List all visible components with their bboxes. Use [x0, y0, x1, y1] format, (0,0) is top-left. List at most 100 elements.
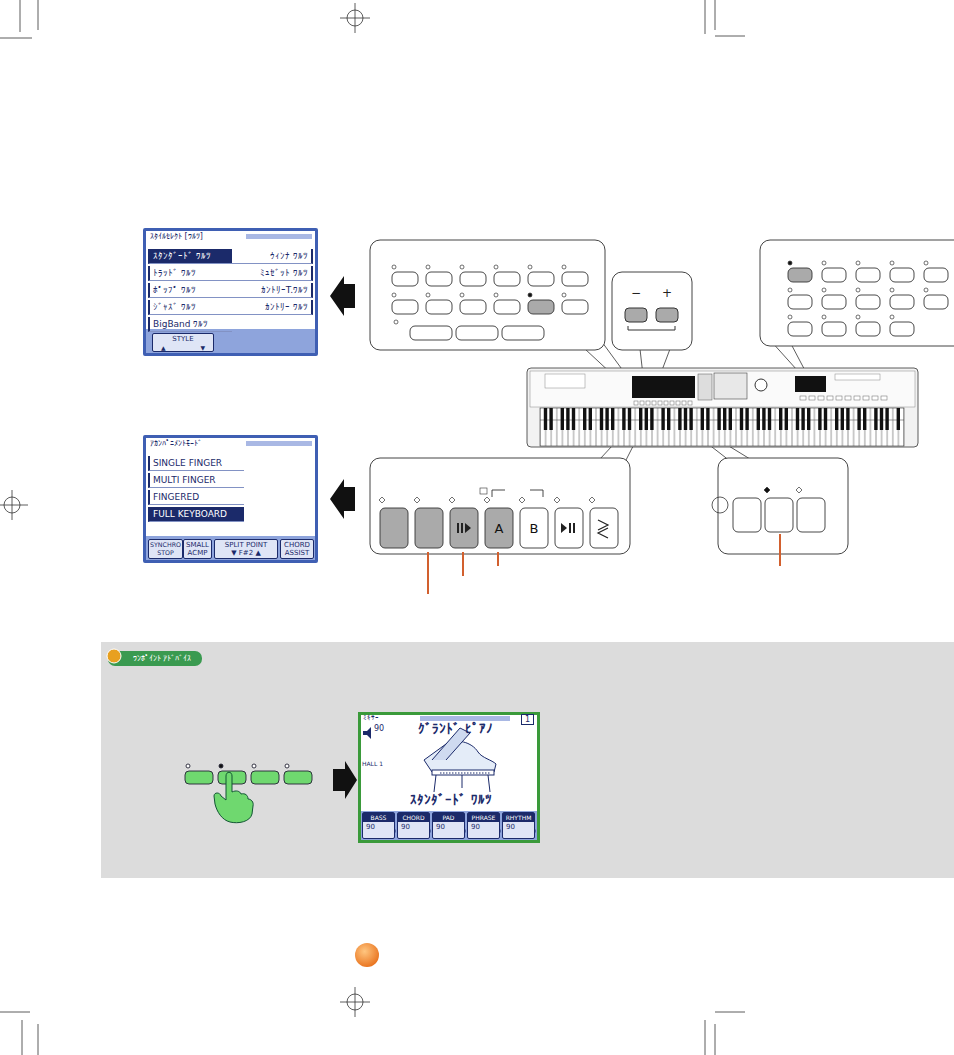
node-text: ｱｶﾝﾊﾟﾆﾒﾝﾄﾓｰﾄﾞ	[150, 439, 202, 448]
list-item: ｶﾝﾄﾘｰT.ﾜﾙﾂ	[232, 283, 313, 298]
node-text: STYLE	[153, 335, 213, 343]
node-text: ｽﾀﾝﾀﾞｰﾄﾞ ﾜﾙﾂ	[410, 792, 492, 807]
page-number-dot	[355, 943, 379, 967]
node-text: ▼ F#2 ▲	[231, 549, 261, 557]
mixer-part: PAD90	[432, 812, 465, 839]
node-text: ﾐｭｾﾞｯﾄ ﾜﾙﾂ	[260, 268, 308, 278]
mixer-screen-frame	[360, 714, 539, 842]
tab-bar	[361, 811, 537, 840]
node-text: ｼﾞｬｽﾞ ﾜﾙﾂ	[153, 302, 196, 312]
list-item: ｶﾝﾄﾘｰ ﾜﾙﾂ	[232, 300, 313, 315]
panel-buttons	[379, 261, 948, 548]
node-text: ▲	[161, 344, 166, 352]
node-text: BASS	[363, 813, 394, 822]
grand-piano-illustration	[424, 728, 496, 792]
pointer-arrow	[330, 479, 355, 519]
node-text: 1	[521, 714, 534, 725]
keyboard-illustration	[527, 368, 918, 447]
node-text: ﾎﾟｯﾌﾟ ﾜﾙﾂ	[153, 285, 196, 295]
note-icon	[107, 649, 121, 663]
node-text: CHORD	[398, 813, 429, 822]
node-text: ｶﾝﾄﾘｰ ﾜﾙﾂ	[265, 302, 308, 312]
soft-button: SMALL ACMP	[183, 539, 212, 559]
node-text: 90	[436, 823, 445, 831]
callout-bubble	[718, 458, 848, 554]
pointer-arrow	[333, 761, 357, 799]
list-item: BigBand ﾜﾙﾂ	[148, 317, 232, 332]
button-label: B	[520, 508, 548, 548]
badge-ground	[108, 651, 202, 666]
list-item: FINGERED	[148, 490, 244, 505]
title-stripe	[420, 716, 510, 721]
node-text: ｳｨﾝﾅ ﾜﾙﾂ	[270, 251, 308, 261]
node-text: SMALL ACMP	[184, 541, 211, 557]
node-text: 90	[471, 823, 480, 831]
mixer-part: RHYTHM90	[502, 812, 535, 839]
node-text: RHYTHM	[503, 813, 534, 822]
lcd-screen: ｱｶﾝﾊﾟﾆﾒﾝﾄﾓｰﾄﾞ SINGLE FINGER MULTI FINGER FI…	[143, 435, 318, 563]
mixer-part: CHORD90	[397, 812, 430, 839]
node-text: CHORD ASSIST	[281, 541, 313, 557]
soft-button: SYNCHRO STOP	[148, 539, 183, 559]
node-text: PAD	[433, 813, 464, 822]
node-text: BigBand ﾜﾙﾂ	[153, 319, 208, 329]
crop-marks	[0, 0, 745, 1055]
node-text: ﾐｷｻｰ	[363, 714, 379, 722]
node-text: SPLIT POINT	[225, 541, 267, 549]
node-text: 90	[401, 823, 410, 831]
mixer-screen: ﾐｷｻｰ190HALL 1ｸﾞﾗﾝﾄﾞ ﾋﾟｱﾉｽﾀﾝﾀﾞｰﾄﾞ ﾜﾙﾂBASS…	[358, 712, 540, 843]
callout-bubble	[612, 272, 692, 350]
pointer-arrow	[330, 276, 355, 316]
callout-bubble	[370, 240, 605, 350]
plus-sign: +	[662, 286, 672, 300]
volume-icon	[363, 727, 371, 739]
list-item-selected: ｽﾀﾝﾀﾞｰﾄﾞ ﾜﾙﾂ	[148, 249, 232, 264]
green-buttons	[185, 764, 312, 784]
list-item: ｳｨﾝﾅ ﾜﾙﾂ	[232, 249, 313, 264]
soft-button: STYLE▲ ▼	[152, 333, 214, 352]
button	[625, 308, 647, 322]
pressing-hand	[214, 772, 253, 822]
node-text: HALL 1	[362, 760, 383, 767]
button-label: A	[485, 508, 513, 548]
node-text: ｶﾝﾄﾘｰT.ﾜﾙﾂ	[261, 285, 308, 295]
advice-badge: ﾜﾝﾎﾟｲﾝﾄ ｱﾄﾞﾊﾞｲｽ	[122, 651, 202, 666]
list-item: ﾄﾗｯﾄﾞ ﾜﾙﾂ	[148, 266, 232, 281]
list-item: SINGLE FINGER	[148, 456, 244, 471]
node-text: ｸﾞﾗﾝﾄﾞ ﾋﾟｱﾉ	[418, 721, 493, 736]
minus-sign: −	[631, 286, 641, 300]
node-text: A	[495, 521, 504, 536]
node-text: ｽﾀｲﾙｾﾚｸﾄ [ﾜﾙﾂ]	[150, 232, 203, 241]
node-text: 90	[506, 823, 515, 831]
list-item: ｼﾞｬｽﾞ ﾜﾙﾂ	[148, 300, 232, 315]
soft-button: CHORD ASSIST	[280, 539, 314, 559]
list-item: ﾐｭｾﾞｯﾄ ﾜﾙﾂ	[232, 266, 313, 281]
node-text: PHRASE	[468, 813, 499, 822]
mixer-part: BASS90	[362, 812, 395, 839]
soft-button: SPLIT POINT▼ F#2 ▲	[214, 539, 278, 559]
button	[656, 308, 678, 322]
node-text: SYNCHRO STOP	[149, 541, 182, 557]
crop-mark	[712, 497, 728, 513]
button-symbols	[457, 488, 608, 538]
node-text: B	[530, 521, 539, 536]
node-text: ﾜﾝﾎﾟｲﾝﾄ ｱﾄﾞﾊﾞｲｽ	[133, 654, 192, 663]
list-item: MULTI FINGER	[148, 473, 244, 488]
node-text: ｽﾀﾝﾀﾞｰﾄﾞ ﾜﾙﾂ	[153, 251, 211, 261]
leader-lines	[428, 534, 780, 594]
node-text: 90	[366, 823, 375, 831]
node-text: ▼	[200, 344, 205, 352]
node-text: ﾄﾗｯﾄﾞ ﾜﾙﾂ	[153, 268, 196, 278]
lcd-screen: ｽﾀｲﾙｾﾚｸﾄ [ﾜﾙﾂ] ｽﾀﾝﾀﾞｰﾄﾞ ﾜﾙﾂ ｳｨﾝﾅ ﾜﾙﾂ ﾄﾗｯﾄﾞ …	[143, 228, 318, 356]
bracket	[628, 326, 675, 330]
mixer-part: PHRASE90	[467, 812, 500, 839]
node-text: 90	[374, 724, 384, 733]
node-text: SINGLE FINGER	[153, 458, 222, 468]
list-item: ﾎﾟｯﾌﾟ ﾜﾙﾂ	[148, 283, 232, 298]
advice-panel	[101, 642, 954, 878]
callout-bubble	[760, 240, 954, 346]
callout-bubble	[370, 458, 630, 554]
node-text: FULL KEYBOARD	[153, 509, 227, 519]
list-item-selected: FULL KEYBOARD	[148, 507, 244, 522]
